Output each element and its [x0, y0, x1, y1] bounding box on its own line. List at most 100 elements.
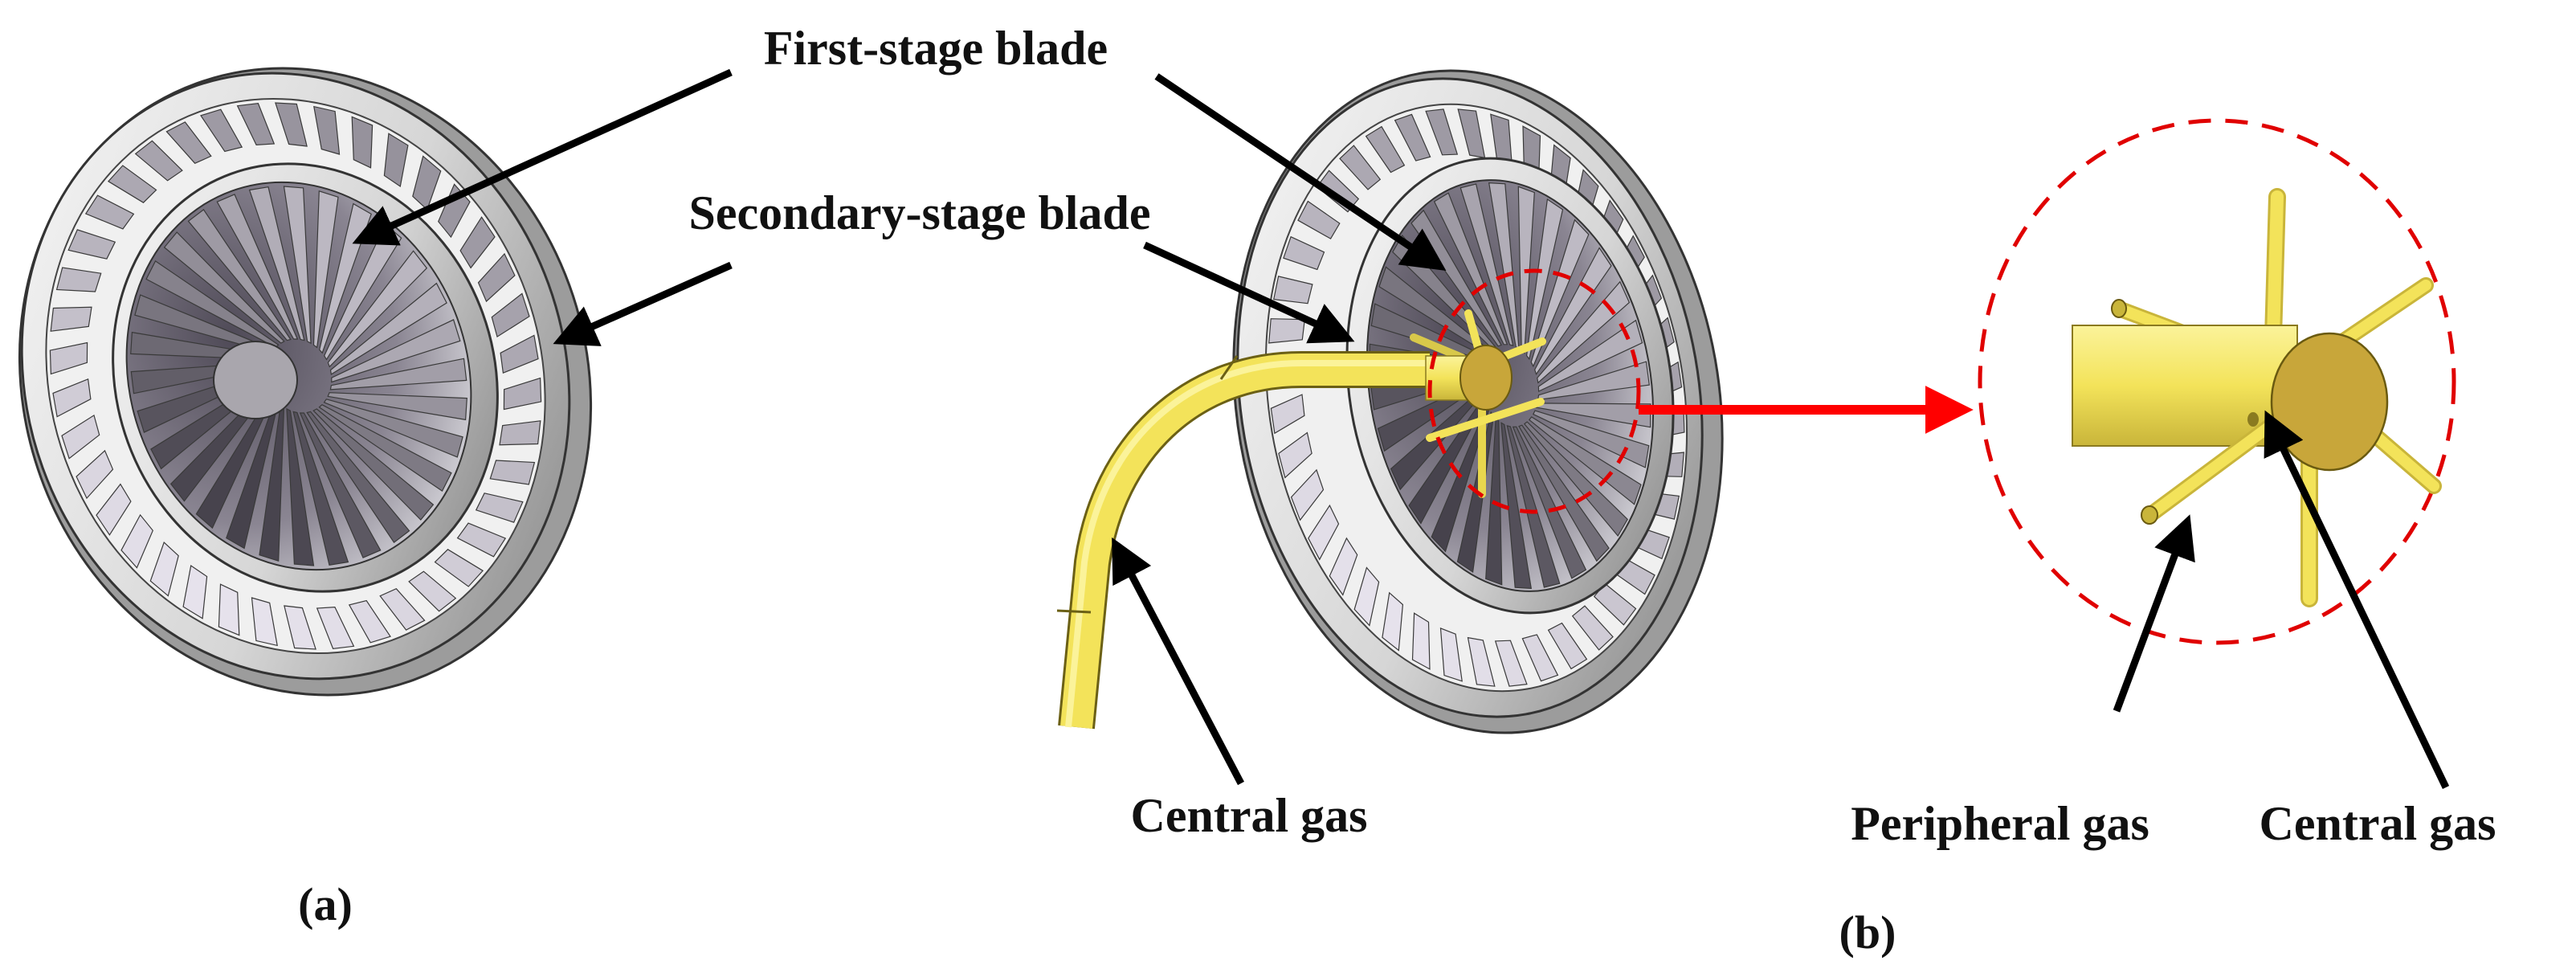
hub-a — [213, 341, 298, 419]
swirler-blade — [434, 549, 484, 587]
swirler-blade — [216, 194, 299, 340]
injector-detail — [1978, 118, 2456, 645]
swirler-blade — [182, 564, 208, 619]
peripheral-hole — [2247, 412, 2259, 427]
swirler-blade — [503, 377, 542, 411]
swirler-blade — [1433, 192, 1508, 345]
swirler-blade — [1278, 431, 1312, 479]
swirler-blade — [76, 449, 114, 500]
swirler-blade — [49, 341, 88, 375]
swirler-blade — [1394, 113, 1431, 161]
swirler-blade — [1457, 108, 1486, 159]
swirler-blade — [1270, 394, 1305, 435]
swirler-blade — [120, 513, 153, 569]
swirler-blade — [50, 306, 92, 332]
arrow-first-stage-b — [1154, 73, 1447, 272]
swirler-blade — [1439, 627, 1463, 682]
swirler-blade — [329, 358, 467, 390]
swirler-blade — [477, 252, 516, 303]
label-first-stage-blade: First-stage blade — [764, 22, 1108, 75]
swirler-blade — [312, 190, 339, 349]
swirler-blade — [1534, 247, 1612, 376]
swirler-blade — [1532, 410, 1650, 468]
swirler-blade — [1506, 425, 1561, 588]
swirler-blade — [1537, 319, 1643, 392]
injector-small — [1410, 309, 1546, 498]
swirler-blade — [145, 260, 280, 349]
swirler-blade — [1500, 422, 1533, 590]
swirler-blade — [327, 392, 467, 421]
swirler-blade — [218, 583, 240, 636]
arrow-central-gas-b — [1112, 537, 1244, 786]
swirler-blade — [299, 412, 382, 558]
arrow-secondary-stage-a — [553, 261, 733, 346]
swirler-blade — [499, 420, 541, 446]
swirler-blade — [1459, 183, 1514, 346]
swirler-blade — [200, 108, 243, 153]
swirler-blade — [1382, 591, 1404, 652]
swirler-blade — [187, 209, 292, 341]
swirler-blade — [313, 105, 341, 155]
swirler-blade — [96, 483, 132, 536]
label-central-gas-b: Central gas — [1131, 789, 1368, 842]
swirler-blade — [248, 186, 305, 341]
swirler-blade — [379, 587, 426, 631]
swirler-blade — [327, 250, 428, 368]
swirler-blade — [1521, 634, 1559, 682]
swirler-blade — [1272, 276, 1313, 305]
swirler-blade — [292, 411, 349, 566]
swirler-blade — [134, 140, 183, 182]
swirler-blade — [275, 102, 308, 147]
swirler-blade — [316, 606, 355, 650]
swirler-a — [18, 67, 593, 697]
swirler-blade — [312, 408, 435, 521]
swirler-b — [1056, 69, 1724, 734]
swirler-blade — [1339, 145, 1382, 190]
swirler-blade — [1308, 504, 1340, 561]
swirler-blade — [324, 223, 402, 361]
swirler-blade — [1411, 612, 1431, 670]
annotation-arrows — [352, 68, 2450, 789]
swirler-blade — [149, 541, 179, 597]
arrow-secondary-stage-b — [1143, 241, 1355, 344]
swirler-blade — [1523, 421, 1628, 538]
swirler-blade — [1494, 640, 1528, 687]
swirler-blade — [489, 460, 536, 485]
swirler-blade — [306, 411, 410, 543]
arrow-first-stage-a — [352, 68, 733, 246]
swirler-blade — [1547, 622, 1588, 670]
label-central-gas-detail: Central gas — [2260, 797, 2496, 850]
swirler-blade — [331, 319, 461, 383]
swirler-blade — [84, 194, 135, 230]
swirler-blade — [1512, 426, 1587, 579]
swirler-blade — [491, 292, 530, 338]
swirler-blade — [318, 403, 452, 492]
swirler-blade — [55, 267, 102, 292]
swirler-blade — [1297, 200, 1341, 239]
label-peripheral-gas: Peripheral gas — [1851, 797, 2149, 850]
labels: First-stage blade Secondary-stage blade … — [298, 22, 2496, 959]
swirler-blade — [500, 334, 539, 374]
swirler-blade — [329, 282, 447, 375]
label-panel-b: (b) — [1839, 906, 1896, 959]
swirler-blade — [165, 121, 212, 165]
swirler-blade — [1329, 537, 1358, 596]
label-panel-a: (a) — [298, 878, 353, 930]
swirler-blade — [236, 102, 276, 146]
swirler-blade — [251, 597, 278, 647]
swirler-blade — [283, 186, 312, 345]
swirler-blade — [348, 599, 391, 644]
swirler-blade — [475, 493, 524, 523]
swirler-blade — [67, 229, 116, 260]
swirler-blade — [286, 407, 315, 566]
swirler-blade — [1283, 235, 1325, 271]
swirler-blade — [163, 231, 285, 344]
swirler-blade — [284, 605, 316, 650]
injector-face — [2270, 332, 2389, 472]
swirler-blade — [61, 414, 100, 460]
swirler-blade — [1525, 198, 1564, 361]
detail-dashed-circle — [1978, 118, 2456, 645]
swirler-blade — [1365, 125, 1406, 174]
swirler-blade — [1467, 636, 1496, 687]
